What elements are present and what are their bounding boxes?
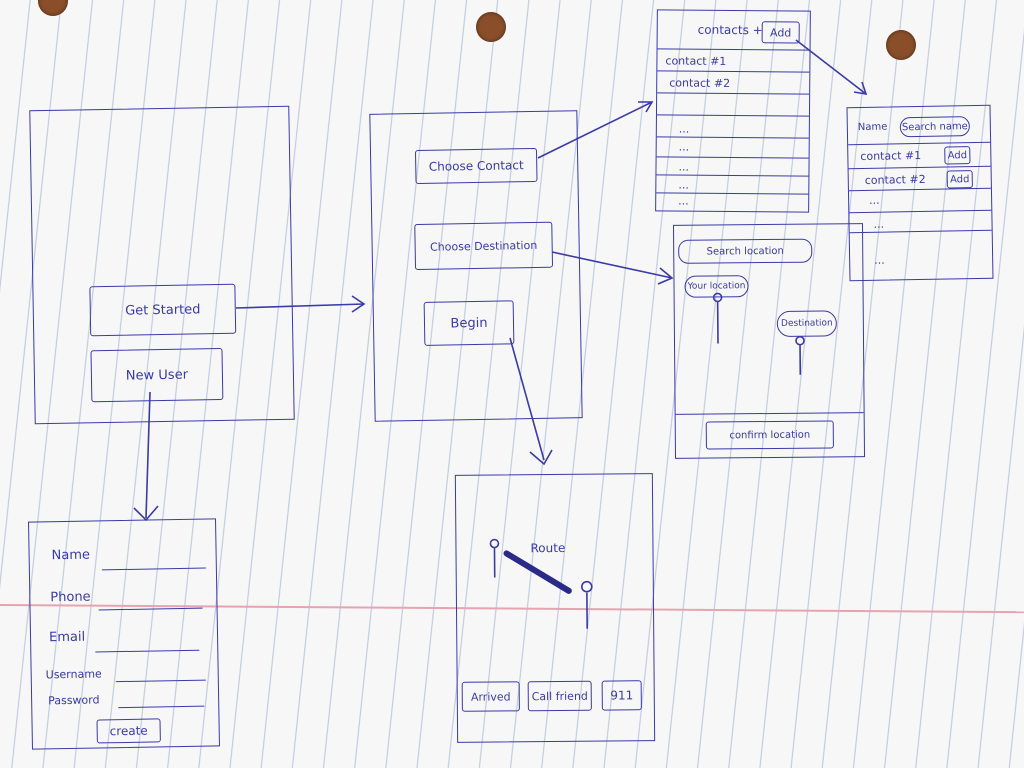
route-label: Route xyxy=(530,540,566,556)
map-screen: Search location Your location Destinatio… xyxy=(672,223,866,459)
name-field[interactable] xyxy=(101,567,206,571)
destination-label: Destination xyxy=(776,310,837,337)
call-friend-button[interactable]: Call friend xyxy=(527,680,592,712)
list-item[interactable]: contact #2 xyxy=(669,76,731,90)
route-screen: Route Arrived Call friend 911 xyxy=(454,473,656,743)
password-field[interactable] xyxy=(118,705,205,709)
add-contact-button[interactable]: Add xyxy=(761,21,800,44)
search-location-input[interactable]: Search location xyxy=(678,238,813,264)
contacts-header: contacts + xyxy=(697,22,763,38)
confirm-location-button[interactable]: confirm location xyxy=(705,420,834,450)
start-screen: Get Started New User xyxy=(29,105,295,425)
choose-destination-button[interactable]: Choose Destination xyxy=(414,221,554,271)
list-item[interactable]: contact #1 xyxy=(860,148,922,164)
list-item: ... xyxy=(873,217,885,231)
search-name-input[interactable]: Search name xyxy=(899,116,971,138)
arrow-contact-to-contacts xyxy=(537,101,653,159)
password-label: Password xyxy=(48,693,100,708)
destination-pin-icon xyxy=(795,335,805,375)
search-contacts-screen: Name Search name contact #1 Add contact … xyxy=(846,104,994,282)
create-button[interactable]: create xyxy=(96,718,161,744)
punch-hole xyxy=(476,12,506,42)
punch-hole xyxy=(38,0,68,16)
list-item: ... xyxy=(869,193,880,207)
arrived-button[interactable]: Arrived xyxy=(461,681,520,712)
username-label: Username xyxy=(45,667,102,682)
current-location-pin-icon xyxy=(712,292,723,344)
list-item: ... xyxy=(678,122,690,136)
end-pin-icon xyxy=(581,580,593,593)
signup-screen: Name Phone Email Username Password creat… xyxy=(28,518,220,750)
list-item[interactable]: contact #1 xyxy=(665,54,727,68)
list-item[interactable]: contact #2 xyxy=(864,172,926,187)
email-field[interactable] xyxy=(95,649,200,653)
new-user-button[interactable]: New User xyxy=(90,347,224,403)
begin-button[interactable]: Begin xyxy=(423,300,515,346)
menu-screen: Choose Contact Choose Destination Begin xyxy=(369,110,583,422)
list-item: ... xyxy=(678,194,689,208)
get-started-button[interactable]: Get Started xyxy=(89,283,237,337)
arrow-add-to-search xyxy=(795,39,867,95)
name-label: Name xyxy=(51,547,91,564)
phone-label: Phone xyxy=(50,589,91,606)
route-map xyxy=(489,538,593,629)
contacts-screen: contacts + Add contact #1 contact #2 ...… xyxy=(655,9,811,213)
arrow-new-user-to-signup xyxy=(145,391,151,519)
phone-field[interactable] xyxy=(98,607,203,611)
arrow-begin-to-route xyxy=(509,337,545,461)
arrow-destination-to-map xyxy=(551,251,673,279)
list-item: ... xyxy=(678,160,690,174)
add-button[interactable]: Add xyxy=(946,170,973,189)
list-item: ... xyxy=(678,178,689,192)
start-pin-icon xyxy=(489,538,500,549)
punch-hole xyxy=(886,30,916,60)
choose-contact-button[interactable]: Choose Contact xyxy=(414,147,538,185)
list-item: ... xyxy=(678,140,690,154)
username-field[interactable] xyxy=(115,679,206,683)
route-line xyxy=(503,550,572,594)
emergency-button[interactable]: 911 xyxy=(601,680,642,711)
name-label: Name xyxy=(857,121,888,134)
email-label: Email xyxy=(48,629,86,646)
list-item: ... xyxy=(874,253,885,267)
arrow-get-started-to-menu xyxy=(235,303,365,309)
add-button[interactable]: Add xyxy=(944,146,971,165)
